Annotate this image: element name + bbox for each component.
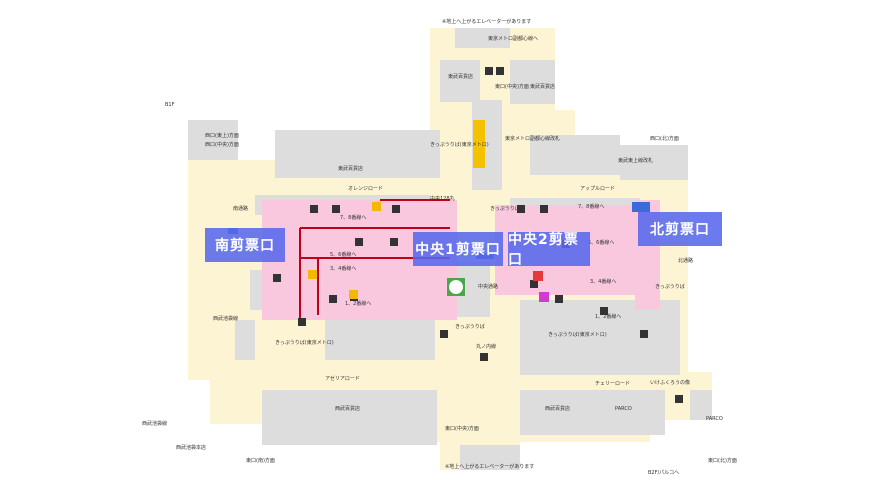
central-passage: 中央通路 [478, 283, 498, 290]
metro-fukutoshin-gate: 東京メトロ副都心線改札 [505, 135, 560, 142]
store-parco: PARCO [615, 406, 632, 412]
street-apple: アップルロード [580, 186, 615, 192]
exit-east-north: 東口(北)方面 [708, 457, 737, 464]
street-orange: オレンジロード [348, 186, 383, 192]
store-tobu-mid: 東武百貨店 [338, 165, 363, 172]
platform-78: 7、8番線へ [340, 214, 366, 221]
tobu-toujou-gate: 東武東上線改札 [618, 157, 653, 164]
marunouchi-line: 丸ノ内線 [476, 343, 496, 350]
exit-east-central-bottom: 東口(中央)方面 [445, 425, 479, 432]
platform-right-56: 5、6番線へ [588, 239, 614, 246]
ticket-office-center: きっぷうりば [490, 205, 520, 212]
store-seibu-main: 西武百貨店 [335, 405, 360, 412]
exit-metro-fukutoshin: 東京メトロ副都心線へ [488, 35, 538, 42]
store-tobu-top: 東武百貨店 [448, 73, 473, 80]
ticket-office-metro-right: きっぷうりば(東京メトロ) [548, 331, 607, 338]
ikefukuro-statue: いけふくろうの像 [650, 379, 690, 386]
store-tobu-right: 東武百貨店 [530, 83, 555, 90]
ticket-office-top: きっぷうりば(東京メトロ) [430, 141, 489, 148]
ticket-office-north: きっぷうりば [655, 283, 685, 290]
facility-icons [273, 67, 683, 403]
exit-b2f-parco: B2F/パルコへ [648, 470, 679, 476]
platform-right-78: 7、8番線へ [578, 203, 604, 210]
gate-south[interactable]: 南剪票口 [205, 228, 285, 262]
exit-east-south: 東口(南)方面 [246, 457, 275, 464]
platform-right-34: 3、4番線へ [590, 278, 616, 285]
central-gate-sign: 中央128丸 [430, 195, 455, 202]
floor-label: B1F [165, 102, 175, 108]
store-seibu-left: 西武池袋本店 [176, 444, 206, 451]
exit-west-north: 西口(北)方面 [650, 135, 679, 142]
platform-34: 3、4番線へ [330, 265, 356, 272]
exit-west-tobu: 西口(東上)方面 [205, 132, 239, 139]
street-cherry: チェリーロード [595, 381, 630, 387]
gate-central-2[interactable]: 中央2剪票口 [508, 232, 590, 268]
north-passage: 北通路 [678, 257, 693, 264]
platform-12: 1、2番線へ [345, 300, 371, 307]
gate-north[interactable]: 北剪票口 [638, 212, 722, 246]
store-parco-small: PARCO [706, 416, 723, 422]
ticket-office-bottom: きっぷうりば [455, 323, 485, 330]
ticket-office-metro: きっぷうりば(東京メトロ) [275, 339, 334, 346]
south-passage: 南通路 [233, 205, 248, 212]
platform-right-12: 1、2番線へ [595, 313, 621, 320]
exit-east-central: 東口(中央)方面 [495, 83, 529, 90]
exit-west-central: 西口(中央)方面 [205, 141, 239, 148]
gate-central-1[interactable]: 中央1剪票口 [413, 232, 503, 266]
elevator-note-bottom: ※地上へ上がるエレベーターがあります [445, 463, 534, 470]
exit-seibu-ikebukuro: 西武池袋線 [142, 420, 167, 427]
store-seibu-right: 西武百貨店 [545, 405, 570, 412]
platform-56: 5、6番線へ [330, 251, 356, 258]
seibu-line-label: 西武池袋線 [213, 315, 238, 322]
street-azalea: アゼリアロード [325, 375, 360, 382]
elevator-note-top: ※地上へ上がるエレベーターがあります [442, 18, 531, 25]
